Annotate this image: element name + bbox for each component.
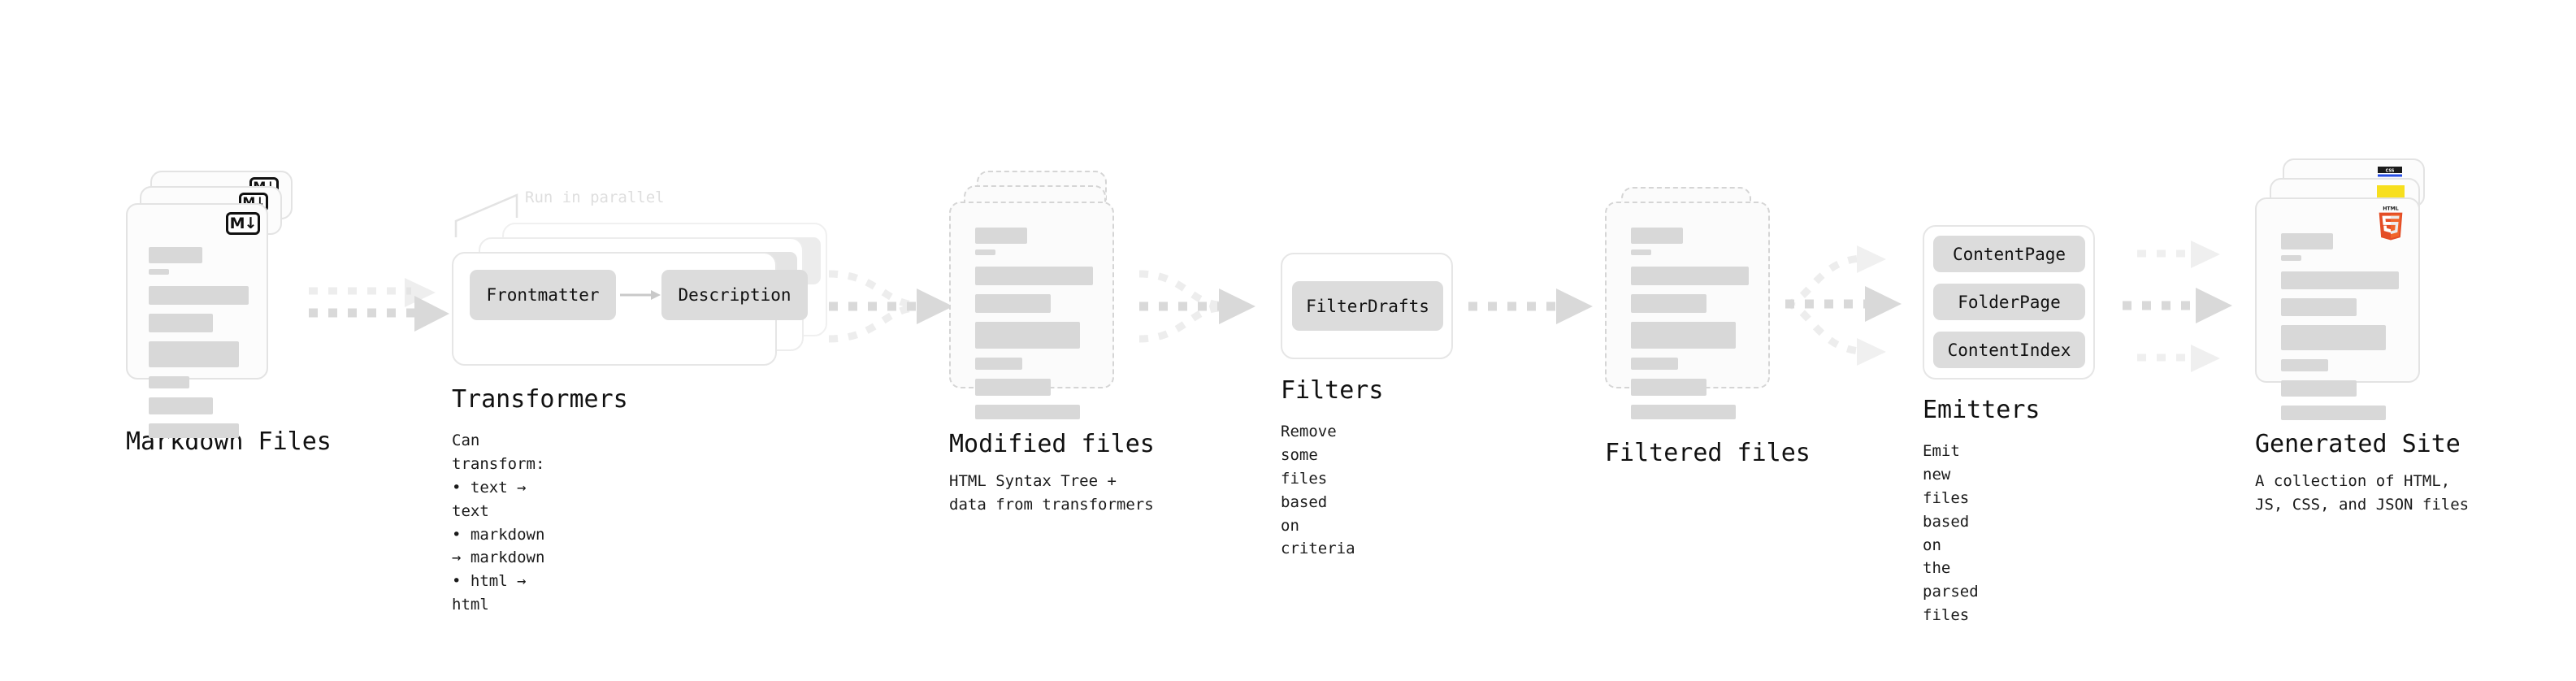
content-bar <box>1631 358 1678 370</box>
stage-subtitle-generated-site: A collection of HTML, JS, CSS, and JSON … <box>2255 472 2470 514</box>
content-bar <box>2281 271 2399 289</box>
content-bar <box>975 249 995 255</box>
css-logo-badge: CSS <box>2378 167 2402 177</box>
emitter-pill-contentindex[interactable]: ContentIndex <box>1933 332 2085 368</box>
stage-title-modified-files: Modified files <box>949 430 1155 458</box>
connector-filtered-to-emitters <box>1785 245 1902 366</box>
content-bar <box>1631 228 1683 244</box>
markdown-badge-front: M↓ <box>226 212 260 235</box>
content-bar <box>2281 255 2301 261</box>
stage-title-transformers: Transformers <box>452 385 628 414</box>
connector-emitters-to-site <box>2123 241 2232 372</box>
stage-title-filters: Filters <box>1281 376 1384 405</box>
arrowhead-icon <box>1556 288 1593 324</box>
content-bar <box>149 314 213 332</box>
modified-file-stack <box>949 171 1120 419</box>
stage-title-filtered-files: Filtered files <box>1605 439 1811 467</box>
html5-logo-badge: HTML <box>2379 206 2403 241</box>
content-bar <box>2281 298 2357 316</box>
content-bar <box>975 267 1093 285</box>
content-bar <box>149 397 213 414</box>
content-bar <box>149 269 169 275</box>
connector-transformers-to-modified <box>828 270 953 343</box>
stage-subtitle-transformers: Can transform: • text → text • markdown … <box>452 432 545 614</box>
content-bar <box>1631 294 1706 313</box>
content-bar <box>2281 233 2333 249</box>
arrowhead-icon <box>2196 288 2232 323</box>
transformer-pill-frontmatter[interactable]: Frontmatter <box>470 270 616 320</box>
transformer-arrow-front <box>620 290 661 300</box>
content-bar <box>975 294 1051 313</box>
content-bar <box>975 379 1051 396</box>
content-bar <box>2281 406 2387 420</box>
arrowhead-icon <box>1865 286 1902 322</box>
stage-title-emitters: Emitters <box>1923 396 2040 424</box>
filtered-file-stack <box>1605 187 1776 423</box>
stage-subtitle-filters: Remove some files based on criteria <box>1281 423 1355 558</box>
content-bar <box>975 405 1081 419</box>
content-bar <box>2281 359 2328 371</box>
filter-pill-filterdrafts[interactable]: FilterDrafts <box>1292 281 1443 331</box>
content-bar <box>975 358 1022 370</box>
content-bar <box>1631 249 1651 255</box>
content-bar <box>149 341 239 367</box>
arrowhead-icon <box>414 296 449 332</box>
content-bar <box>1631 379 1706 396</box>
generated-file-stack: CSS HTML <box>2255 158 2442 420</box>
stage-modified-files: Modified files HTML Syntax Tree + data f… <box>949 171 1155 517</box>
arrowhead-icon <box>2191 241 2220 268</box>
content-bar <box>149 376 190 388</box>
generated-content-lines <box>2281 233 2399 429</box>
parallel-label: Run in parallel <box>525 189 665 206</box>
content-bar <box>149 423 239 438</box>
connector-markdown-to-transformers <box>309 278 449 332</box>
arrowhead-icon <box>405 278 436 307</box>
parallel-bracket <box>454 193 518 237</box>
content-bar <box>975 322 1081 349</box>
markdown-file-stack: M↓ M↓ M↓ <box>126 171 297 438</box>
markdown-content-lines <box>149 247 249 447</box>
modified-card-front <box>949 202 1114 419</box>
svg-text:CSS: CSS <box>2386 168 2395 173</box>
connector-filters-to-filtered <box>1468 288 1593 324</box>
connector-modified-to-filters <box>1138 270 1255 343</box>
content-bar <box>2281 380 2357 397</box>
emitter-pill-folderpage[interactable]: FolderPage <box>1933 284 2085 320</box>
stage-subtitle-emitters: Emit new files based on the parsed files <box>1923 442 1979 625</box>
content-bar <box>1631 322 1737 349</box>
modified-content-lines <box>975 228 1093 428</box>
content-bar <box>2281 325 2387 350</box>
transformer-pill-description[interactable]: Description <box>661 270 808 320</box>
filtered-card-front <box>1605 202 1770 419</box>
stage-filtered-files: Filtered files <box>1605 187 1811 467</box>
stage-title-generated-site: Generated Site <box>2255 430 2461 458</box>
arrowhead-icon <box>1857 245 1886 273</box>
arrowhead-icon <box>1219 288 1255 324</box>
svg-text:HTML: HTML <box>2383 206 2399 212</box>
content-bar <box>149 286 249 305</box>
arrowhead-icon <box>1857 338 1886 366</box>
emitter-pill-contentpage[interactable]: ContentPage <box>1933 236 2085 272</box>
filtered-content-lines <box>1631 228 1749 428</box>
stage-markdown-files: M↓ M↓ M↓ Markdown Files <box>126 171 332 456</box>
content-bar <box>1631 267 1749 285</box>
content-bar <box>1631 405 1737 419</box>
content-bar <box>149 247 202 263</box>
stage-subtitle-modified-files: HTML Syntax Tree + data from transformer… <box>949 472 1154 514</box>
js-logo-badge <box>2377 185 2405 200</box>
arrowhead-icon <box>917 288 953 324</box>
arrowhead-icon <box>2191 345 2220 372</box>
stage-generated-site: CSS HTML <box>2255 158 2469 517</box>
content-bar <box>975 228 1027 244</box>
